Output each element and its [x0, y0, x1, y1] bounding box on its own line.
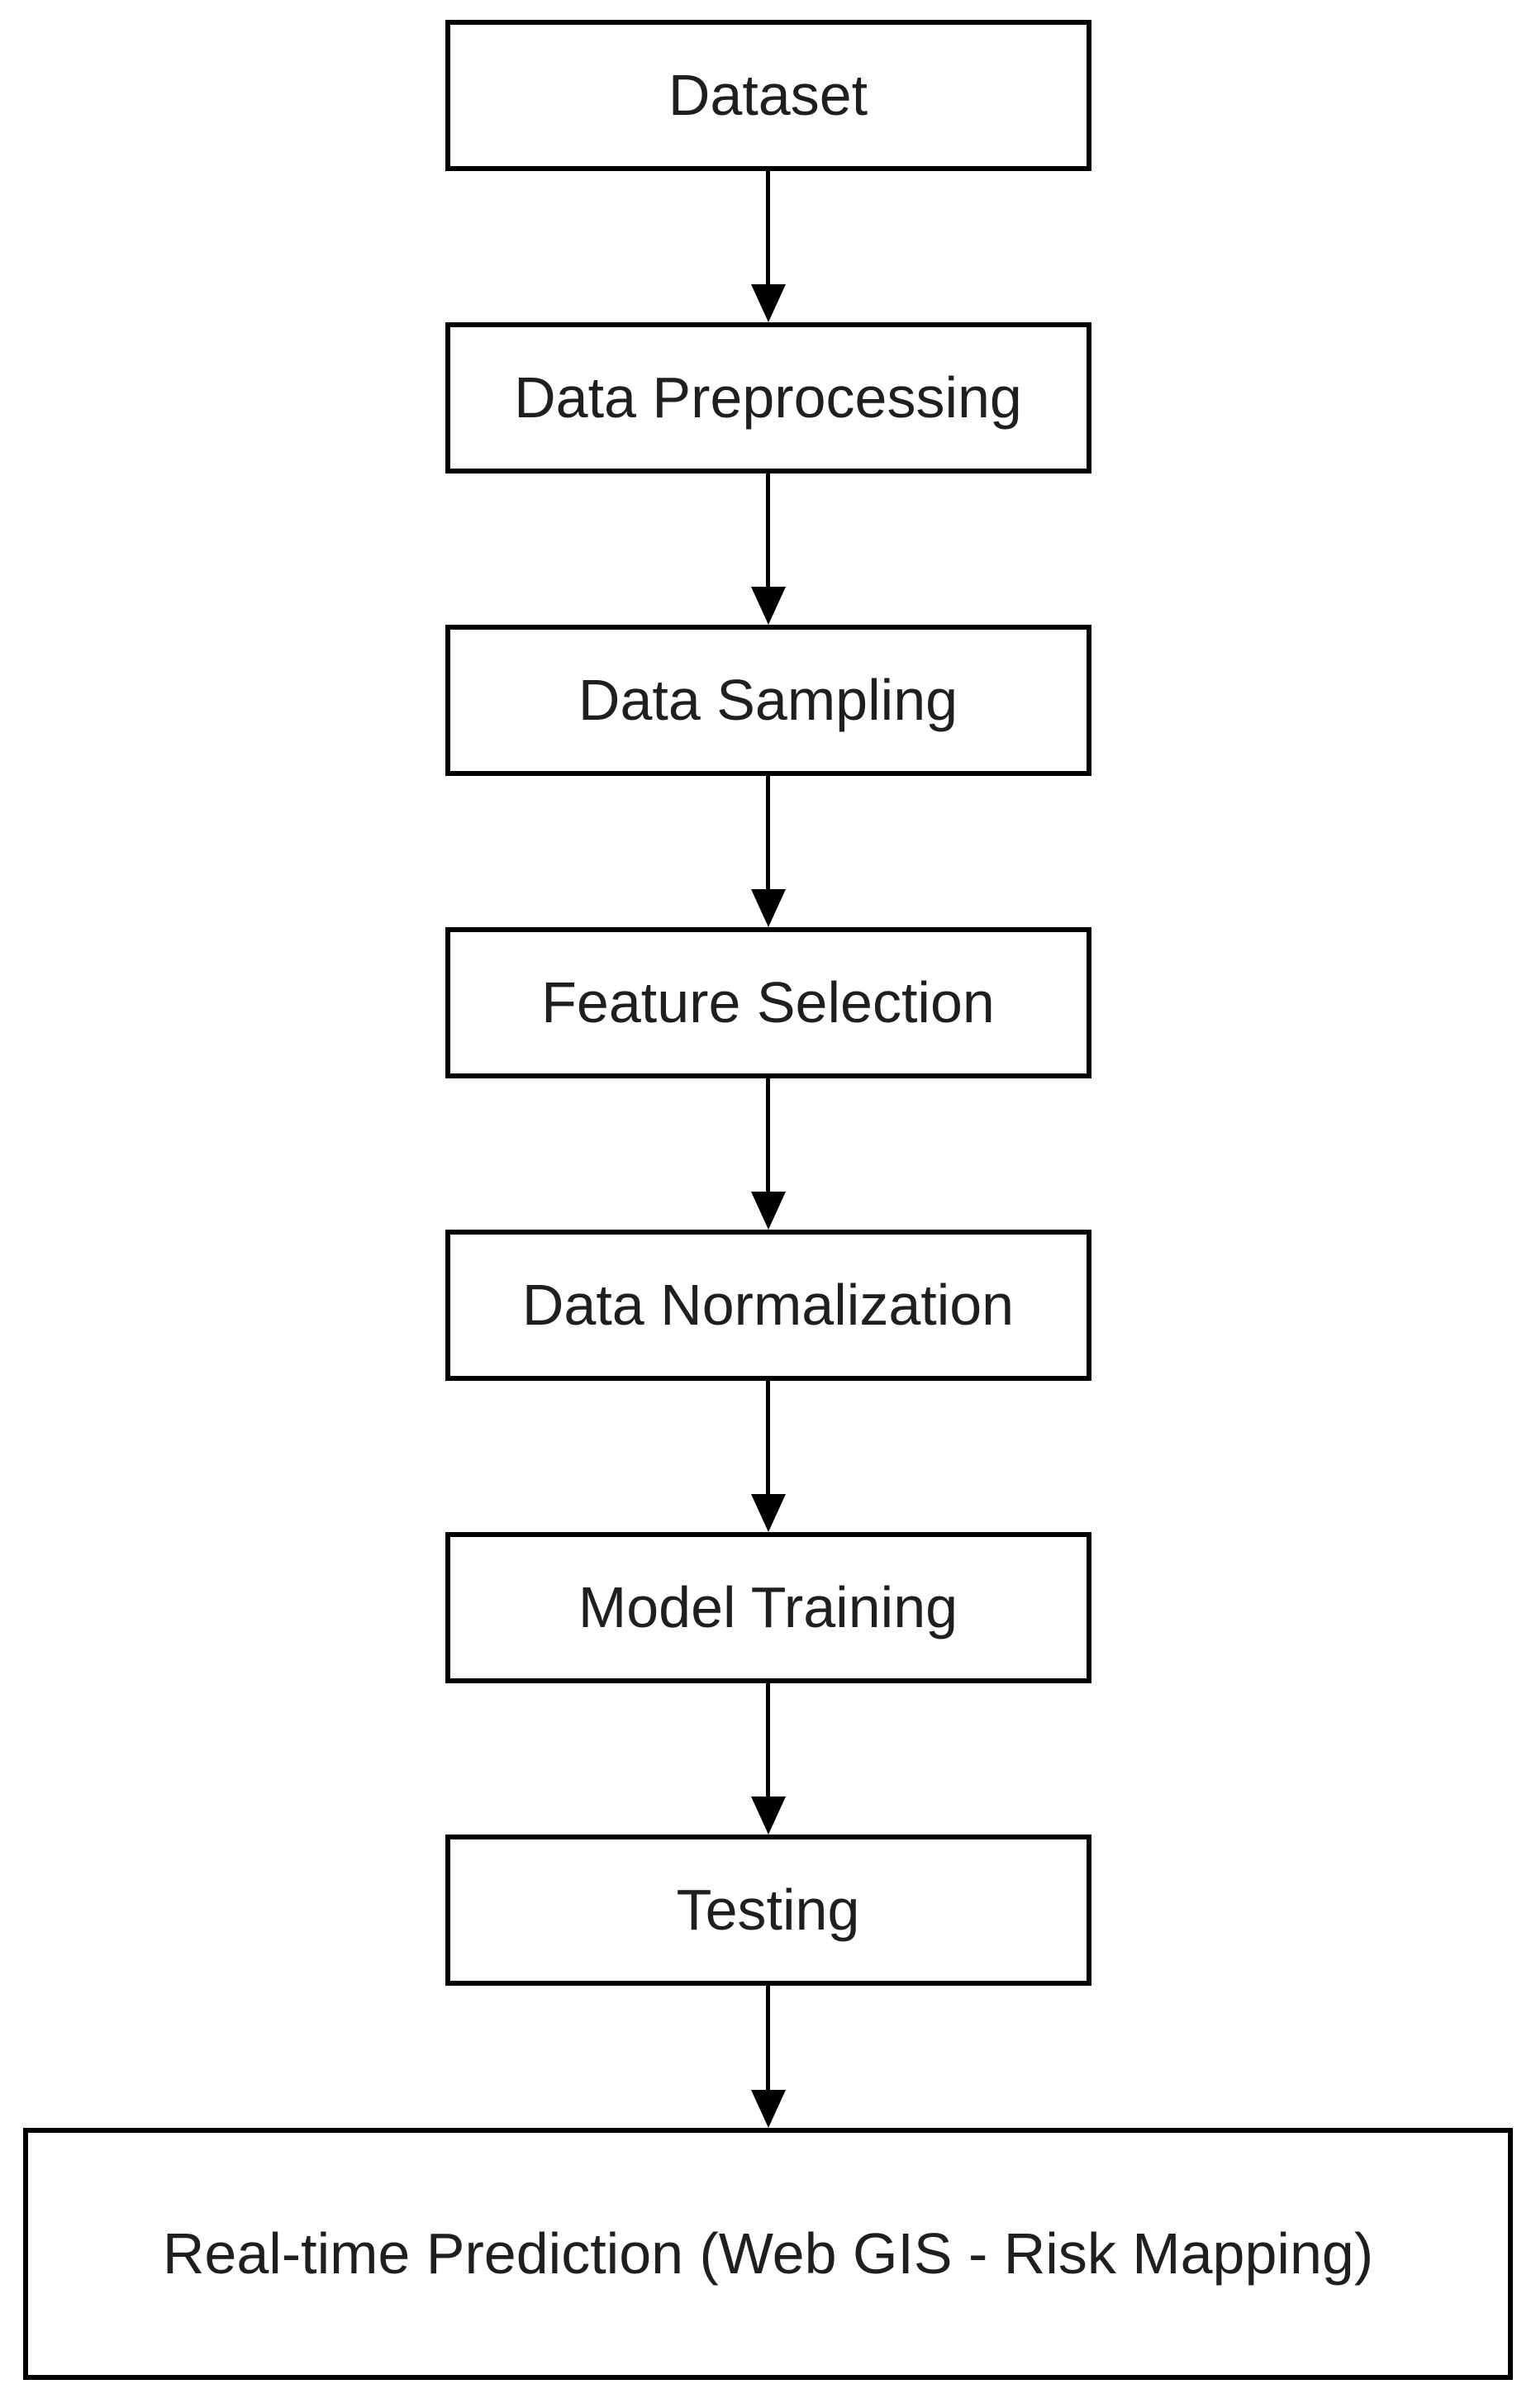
flow-node-dataset: Dataset [445, 20, 1091, 171]
flow-connector [750, 776, 786, 927]
arrow-line [766, 1683, 770, 1796]
arrow-line [766, 1986, 770, 2090]
flow-node-label: Feature Selection [541, 970, 995, 1035]
flow-connector [750, 1381, 786, 1532]
flow-connector [750, 1078, 786, 1230]
flow-node-data-preprocessing: Data Preprocessing [445, 322, 1091, 474]
flow-node-label: Real-time Prediction (Web GIS - Risk Map… [162, 2221, 1374, 2286]
flow-node-testing: Testing [445, 1835, 1091, 1986]
flow-node-label: Data Normalization [521, 1273, 1015, 1337]
arrow-down-icon [750, 1494, 786, 1532]
arrow-down-icon [750, 889, 786, 927]
flow-node-label: Data Preprocessing [514, 365, 1022, 430]
arrow-line [766, 1078, 770, 1192]
flow-node-data-normalization: Data Normalization [445, 1230, 1091, 1381]
arrow-down-icon [750, 1796, 786, 1835]
flow-connector [750, 474, 786, 625]
flow-node-feature-selection: Feature Selection [445, 927, 1091, 1078]
arrow-line [766, 171, 770, 284]
flow-connector [750, 1986, 786, 2128]
flow-node-label: Testing [676, 1877, 860, 1942]
flow-node-label: Model Training [578, 1575, 958, 1639]
flow-node-data-sampling: Data Sampling [445, 625, 1091, 776]
flow-node-model-training: Model Training [445, 1532, 1091, 1683]
flow-connector [750, 171, 786, 322]
arrow-down-icon [750, 284, 786, 322]
flow-connector [750, 1683, 786, 1835]
flow-node-real-time-prediction: Real-time Prediction (Web GIS - Risk Map… [23, 2128, 1513, 2380]
arrow-down-icon [750, 2090, 786, 2128]
arrow-down-icon [750, 587, 786, 625]
arrow-line [766, 1381, 770, 1494]
arrow-line [766, 474, 770, 587]
arrow-line [766, 776, 770, 889]
flow-node-label: Dataset [668, 63, 868, 127]
arrow-down-icon [750, 1192, 786, 1230]
flow-node-label: Data Sampling [578, 668, 958, 732]
